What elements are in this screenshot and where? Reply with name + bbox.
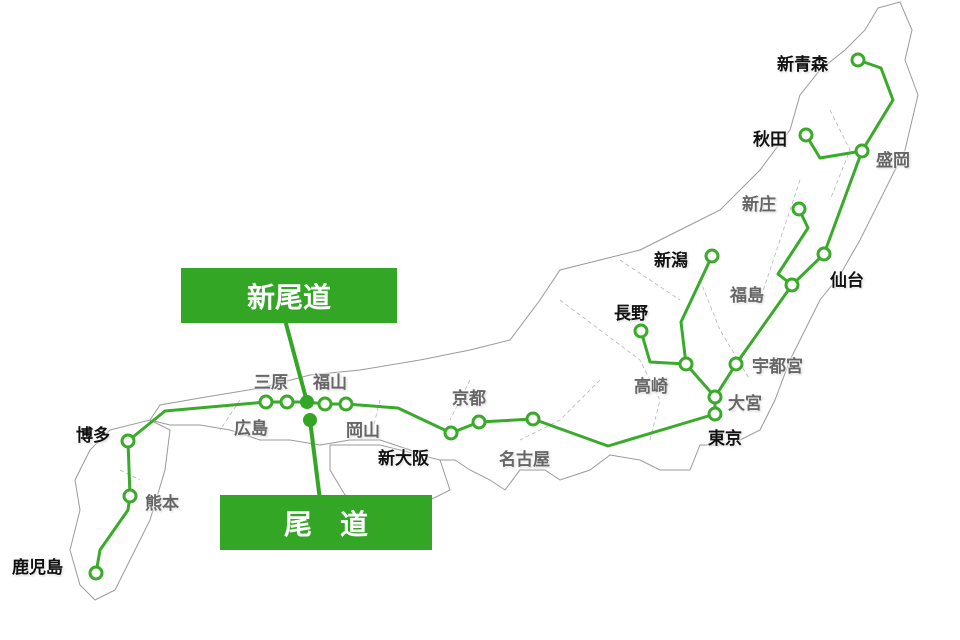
label-nagano: 長野 bbox=[614, 304, 648, 324]
station-utsunomiya[interactable] bbox=[728, 356, 744, 372]
station-tokyo[interactable] bbox=[707, 406, 723, 422]
kyushu-line bbox=[94, 440, 132, 574]
station-hakata[interactable] bbox=[120, 433, 136, 449]
station-shin-onomichi-dot[interactable] bbox=[300, 395, 314, 409]
label-tokyo: 東京 bbox=[708, 429, 742, 449]
shin-onomichi-callout: 新尾道 bbox=[181, 268, 397, 323]
label-fukuyama: 福山 bbox=[313, 373, 347, 393]
label-kyoto: 京都 bbox=[452, 389, 486, 409]
station-shin-osaka[interactable] bbox=[443, 425, 459, 441]
station-mihara[interactable] bbox=[279, 394, 295, 410]
akita-line bbox=[804, 134, 863, 160]
label-kumamoto: 熊本 bbox=[145, 494, 179, 514]
label-morioka: 盛岡 bbox=[876, 151, 910, 171]
station-takasaki[interactable] bbox=[678, 356, 694, 372]
label-okayama: 岡山 bbox=[346, 421, 380, 441]
label-nagoya: 名古屋 bbox=[499, 450, 550, 470]
label-utsunomiya: 宇都宮 bbox=[752, 357, 803, 377]
label-sendai: 仙台 bbox=[830, 271, 864, 291]
label-akita: 秋田 bbox=[753, 130, 787, 150]
station-niigata[interactable] bbox=[704, 248, 720, 264]
station-kyoto[interactable] bbox=[471, 414, 487, 430]
onomichi-callout: 尾 道 bbox=[220, 495, 432, 550]
station-nagoya[interactable] bbox=[525, 411, 541, 427]
label-fukushima: 福島 bbox=[730, 286, 764, 306]
hokuriku-line bbox=[639, 330, 687, 366]
station-shin-aomori[interactable] bbox=[850, 52, 866, 68]
shin-onomichi-pointer bbox=[283, 319, 309, 403]
label-shin-aomori: 新青森 bbox=[777, 55, 828, 75]
station-omiya[interactable] bbox=[707, 389, 723, 405]
land-outline bbox=[69, 1, 919, 601]
station-sendai[interactable] bbox=[816, 246, 832, 262]
station-morioka[interactable] bbox=[854, 143, 870, 159]
label-takasaki: 高崎 bbox=[634, 377, 668, 397]
stations bbox=[88, 52, 870, 581]
label-omiya: 大宮 bbox=[728, 394, 762, 414]
station-kagoshima[interactable] bbox=[88, 565, 104, 581]
station-okayama[interactable] bbox=[338, 396, 354, 412]
label-mihara: 三原 bbox=[254, 373, 288, 393]
station-onomichi-dot[interactable] bbox=[303, 413, 317, 427]
station-fukuyama[interactable] bbox=[317, 396, 333, 412]
joetsu-line bbox=[679, 255, 717, 398]
label-niigata: 新潟 bbox=[654, 251, 688, 271]
station-nagano[interactable] bbox=[633, 323, 649, 339]
yamagata-line bbox=[776, 208, 810, 287]
label-shin-osaka: 新大阪 bbox=[378, 449, 429, 469]
station-fukushima[interactable] bbox=[784, 277, 800, 293]
station-akita[interactable] bbox=[798, 127, 814, 143]
label-shinjo: 新庄 bbox=[742, 195, 776, 215]
onomichi-pointer bbox=[308, 419, 322, 501]
station-kumamoto[interactable] bbox=[122, 488, 138, 504]
station-shinjo[interactable] bbox=[791, 201, 807, 217]
label-hakata: 博多 bbox=[76, 426, 110, 446]
label-kagoshima: 鹿児島 bbox=[12, 558, 63, 578]
label-hiroshima: 広島 bbox=[234, 419, 268, 439]
station-hiroshima[interactable] bbox=[258, 394, 274, 410]
